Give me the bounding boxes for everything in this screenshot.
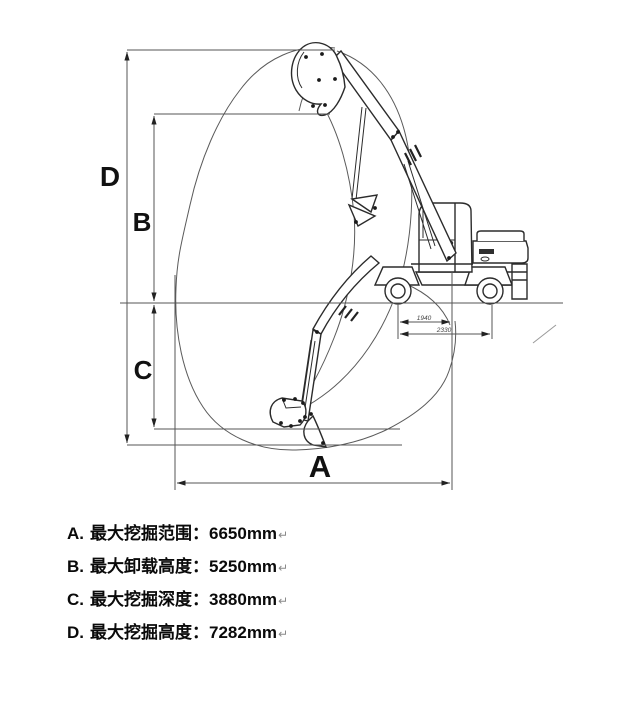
- dim-label-b: B: [133, 207, 152, 237]
- bucket-max-reach: [269, 397, 307, 428]
- bucket-hinge-arc: [307, 103, 356, 393]
- excavator-working-range-drawing: D B C A 1940 2330: [100, 42, 563, 490]
- stick-raised: [332, 49, 400, 142]
- boom-logo-marks-lowered: [338, 305, 359, 322]
- spec-line-c: C. 最大挖掘深度：3880mm↵: [67, 583, 288, 616]
- working-range-diagram: D B C A 1940 2330: [100, 42, 563, 490]
- line-break-mark: ↵: [278, 561, 289, 575]
- excavator-arm-raised: [290, 42, 457, 263]
- line-break-mark: ↵: [278, 594, 289, 608]
- engine-logo-mark: [479, 249, 494, 254]
- spec-label: 最大挖掘高度: [90, 623, 192, 642]
- spec-prefix: A.: [67, 524, 84, 543]
- wheelbase-dim-text-1: 1940: [417, 315, 432, 322]
- spec-label: 最大挖掘深度: [90, 590, 192, 609]
- boom-lowered: [312, 255, 381, 335]
- spec-value: 7282mm: [209, 623, 278, 642]
- working-envelope: [175, 46, 457, 451]
- break-slash-mark: [532, 324, 557, 344]
- dim-label-a: A: [309, 449, 331, 484]
- spec-separator: ：: [192, 557, 209, 576]
- wheelbase-dim-text-2: 2330: [436, 327, 452, 334]
- bucket-link-1: [350, 194, 379, 214]
- spec-value: 6650mm: [209, 524, 278, 543]
- spec-value: 5250mm: [209, 557, 278, 576]
- spec-line-d: D. 最大挖掘高度：7282mm↵: [67, 616, 288, 649]
- line-break-mark: ↵: [278, 528, 289, 542]
- bucket-raised-inner-line: [296, 51, 305, 89]
- spec-separator: ：: [192, 623, 209, 642]
- working-envelope-outer: [175, 46, 457, 451]
- pivot-pins: [279, 52, 451, 445]
- dimension-lines: [120, 49, 563, 490]
- dim-label-c: C: [134, 355, 153, 385]
- excavator-arm-lowered: [269, 255, 381, 448]
- spec-line-b: B. 最大卸载高度：5250mm↵: [67, 550, 288, 583]
- boom-cylinder-raised: [403, 160, 436, 250]
- spec-label: 最大挖掘范围: [90, 524, 192, 543]
- spec-prefix: C.: [67, 590, 84, 609]
- engine-hood: [476, 230, 525, 241]
- front-wheel-hub: [390, 283, 406, 299]
- spec-separator: ：: [192, 590, 209, 609]
- engine-vent: [480, 256, 490, 262]
- rear-blade: [511, 263, 528, 300]
- spec-label: 最大卸载高度: [90, 557, 192, 576]
- spec-prefix: D.: [67, 623, 84, 642]
- stick-cylinder-lowered: [300, 339, 316, 409]
- spec-value: 3880mm: [209, 590, 278, 609]
- bucket-cylinder-raised: [351, 106, 367, 201]
- spec-separator: ：: [192, 524, 209, 543]
- rear-wheel-hub: [482, 283, 498, 299]
- bucket-link-2: [347, 203, 377, 228]
- boom-logo-marks-raised: [404, 144, 422, 166]
- spec-list: A.最大挖掘范围：6650mm↵ B.最大卸载高度：5250mm↵ C.最大挖掘…: [67, 517, 288, 649]
- bucket-max-depth: [303, 414, 328, 448]
- spec-line-a: A. 最大挖掘范围：6650mm↵: [67, 517, 288, 550]
- dim-label-d: D: [100, 161, 120, 192]
- spec-prefix: B.: [67, 557, 84, 576]
- line-break-mark: ↵: [278, 627, 289, 641]
